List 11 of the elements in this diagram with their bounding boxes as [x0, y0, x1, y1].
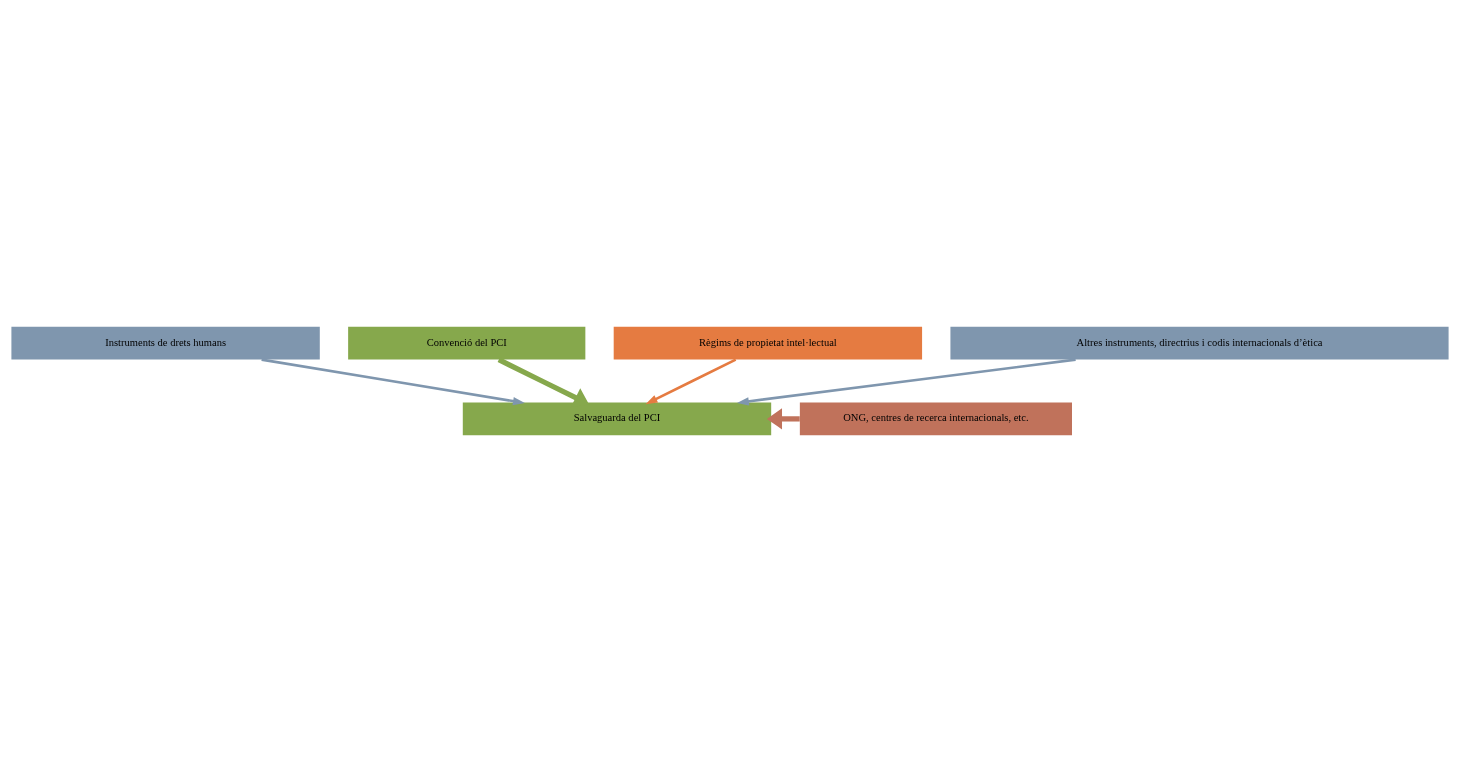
node-box: Instruments de drets humans [11, 326, 320, 360]
arrow [261, 357, 525, 405]
arrow [645, 357, 737, 404]
node-box: Convenció del PCI [348, 326, 586, 360]
node-box: Salvaguarda del PCI [462, 401, 772, 435]
arrow [766, 407, 800, 429]
node-box: Altres instruments, directrius i codis internacionals d’ètica [950, 326, 1449, 360]
node-box: Règims de propietat intel·lectual [613, 326, 923, 360]
arrow [737, 357, 1076, 406]
arrow [497, 356, 590, 407]
node-box: ONG, centres de recerca internacionals, etc. [799, 401, 1072, 435]
